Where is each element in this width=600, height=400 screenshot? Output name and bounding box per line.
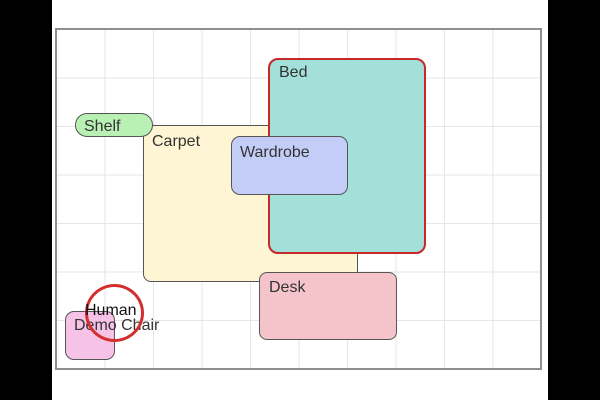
wardrobe-label: Wardrobe xyxy=(240,144,310,161)
desk-label: Desk xyxy=(269,279,306,296)
bed-label: Bed xyxy=(279,64,308,81)
shelf-object[interactable] xyxy=(75,113,153,137)
shelf-label: Shelf xyxy=(84,118,121,135)
desk-object[interactable] xyxy=(259,272,397,340)
human-label: Human xyxy=(85,302,137,319)
wardrobe-object[interactable] xyxy=(231,136,348,195)
carpet-label: Carpet xyxy=(152,133,201,150)
human-marker[interactable] xyxy=(85,284,144,342)
